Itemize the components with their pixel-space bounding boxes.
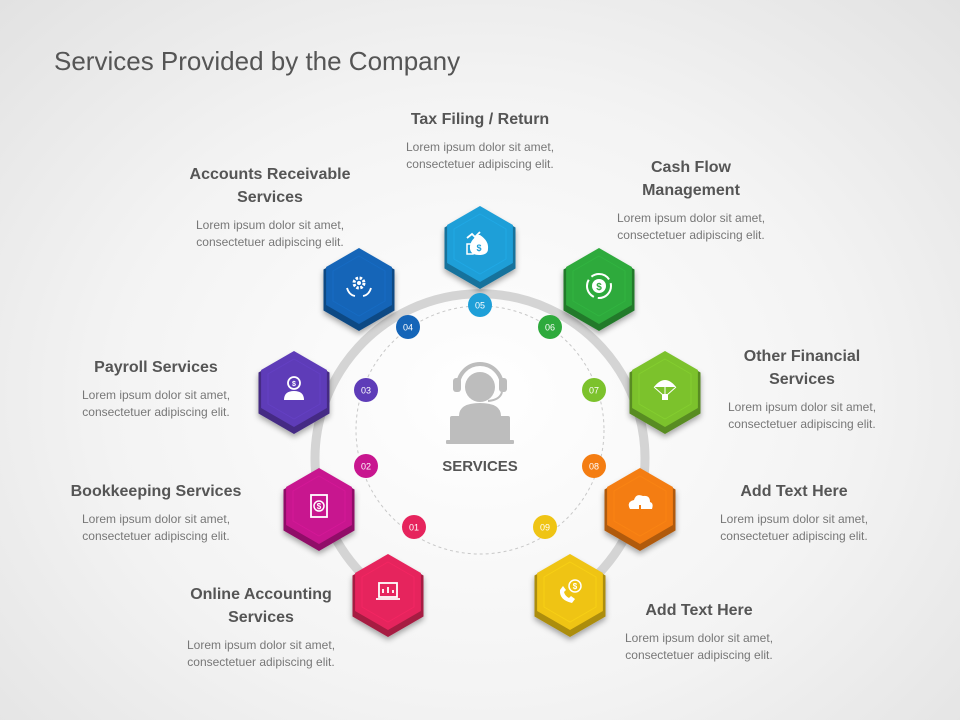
number-badge: 05: [468, 293, 492, 317]
number-badge-label: 07: [589, 386, 599, 396]
number-badge-label: 09: [540, 523, 550, 533]
number-badge-label: 01: [409, 523, 419, 533]
service-03-hexagon: $: [258, 351, 330, 434]
number-badge-label: 04: [403, 323, 413, 333]
service-01-text: Online Accounting Services Lorem ipsum d…: [161, 583, 361, 671]
svg-text:$: $: [292, 381, 296, 388]
service-06-hexagon: $: [563, 248, 635, 331]
service-description: Lorem ipsum dolor sit amet, consectetuer…: [616, 211, 766, 242]
service-04-hexagon: [323, 248, 395, 331]
service-07-text: Other Financial Services Lorem ipsum dol…: [702, 345, 902, 433]
phone-dollar-icon: $: [559, 579, 582, 603]
number-badge-label: 06: [545, 323, 555, 333]
service-description: Lorem ipsum dolor sit amet, consectetuer…: [727, 400, 877, 431]
service-01-hexagon: [352, 554, 424, 637]
cloud-download-icon: [628, 495, 653, 517]
number-badge: 02: [354, 454, 378, 478]
service-description: Lorem ipsum dolor sit amet, consectetuer…: [624, 631, 774, 662]
number-badge-label: 02: [361, 462, 371, 472]
service-heading: Cash Flow Management: [642, 159, 740, 199]
service-02-hexagon: $: [283, 468, 355, 551]
service-description: Lorem ipsum dolor sit amet, consectetuer…: [81, 388, 231, 419]
service-03-text: Payroll Services Lorem ipsum dolor sit a…: [56, 356, 256, 421]
number-badge: 07: [582, 378, 606, 402]
service-08-hexagon: [604, 468, 676, 551]
number-badge: 08: [582, 454, 606, 478]
service-heading: Payroll Services: [94, 359, 218, 376]
service-description: Lorem ipsum dolor sit amet, consectetuer…: [719, 512, 869, 543]
service-02-text: Bookkeeping Services Lorem ipsum dolor s…: [56, 480, 256, 545]
center-label: SERVICES: [442, 458, 518, 475]
ledger-book-icon: $: [310, 494, 328, 518]
service-heading: Accounts Receivable Services: [189, 166, 351, 206]
employee-pay-icon: $: [284, 376, 304, 400]
service-description: Lorem ipsum dolor sit amet, consectetuer…: [81, 512, 231, 543]
service-05-hexagon: $: [444, 206, 516, 289]
svg-text:$: $: [476, 243, 481, 253]
service-04-text: Accounts Receivable Services Lorem ipsum…: [170, 163, 370, 251]
svg-text:$: $: [573, 582, 578, 591]
number-badge: 01: [402, 515, 426, 539]
svg-text:$: $: [596, 282, 602, 293]
laptop-chart-icon: [376, 582, 400, 600]
service-09-hexagon: $: [534, 554, 606, 637]
money-bag-icon: $: [466, 231, 489, 255]
service-heading: Bookkeeping Services: [70, 483, 242, 500]
service-06-text: Cash Flow Management Lorem ipsum dolor s…: [591, 156, 791, 244]
service-08-text: Add Text Here Lorem ipsum dolor sit amet…: [694, 480, 894, 545]
number-badge: 03: [354, 378, 378, 402]
number-badge: 09: [533, 515, 557, 539]
service-heading: Tax Filing / Return: [410, 111, 550, 128]
number-badge-label: 03: [361, 386, 371, 396]
page-title: Services Provided by the Company: [54, 46, 461, 76]
hand-gear-icon: [346, 276, 372, 297]
service-description: Lorem ipsum dolor sit amet, consectetuer…: [186, 638, 336, 669]
service-description: Lorem ipsum dolor sit amet, consectetuer…: [405, 140, 555, 171]
service-heading: Other Financial Services: [743, 348, 861, 388]
number-badge: 06: [538, 315, 562, 339]
service-07-hexagon: [629, 351, 701, 434]
number-badge: 04: [396, 315, 420, 339]
support-agent-icon: [446, 362, 514, 444]
svg-text:$: $: [317, 502, 322, 511]
service-heading: Add Text Here: [740, 483, 848, 500]
number-badge-label: 08: [589, 462, 599, 472]
service-05-text: Tax Filing / Return Lorem ipsum dolor si…: [380, 108, 580, 173]
service-description: Lorem ipsum dolor sit amet, consectetuer…: [195, 218, 345, 249]
service-09-text: Add Text Here Lorem ipsum dolor sit amet…: [599, 599, 799, 664]
cash-cycle-icon: $: [586, 273, 612, 299]
number-badge-label: 05: [475, 301, 485, 311]
service-heading: Add Text Here: [645, 602, 753, 619]
service-heading: Online Accounting Services: [190, 586, 332, 626]
parachute-money-icon: [653, 380, 677, 400]
